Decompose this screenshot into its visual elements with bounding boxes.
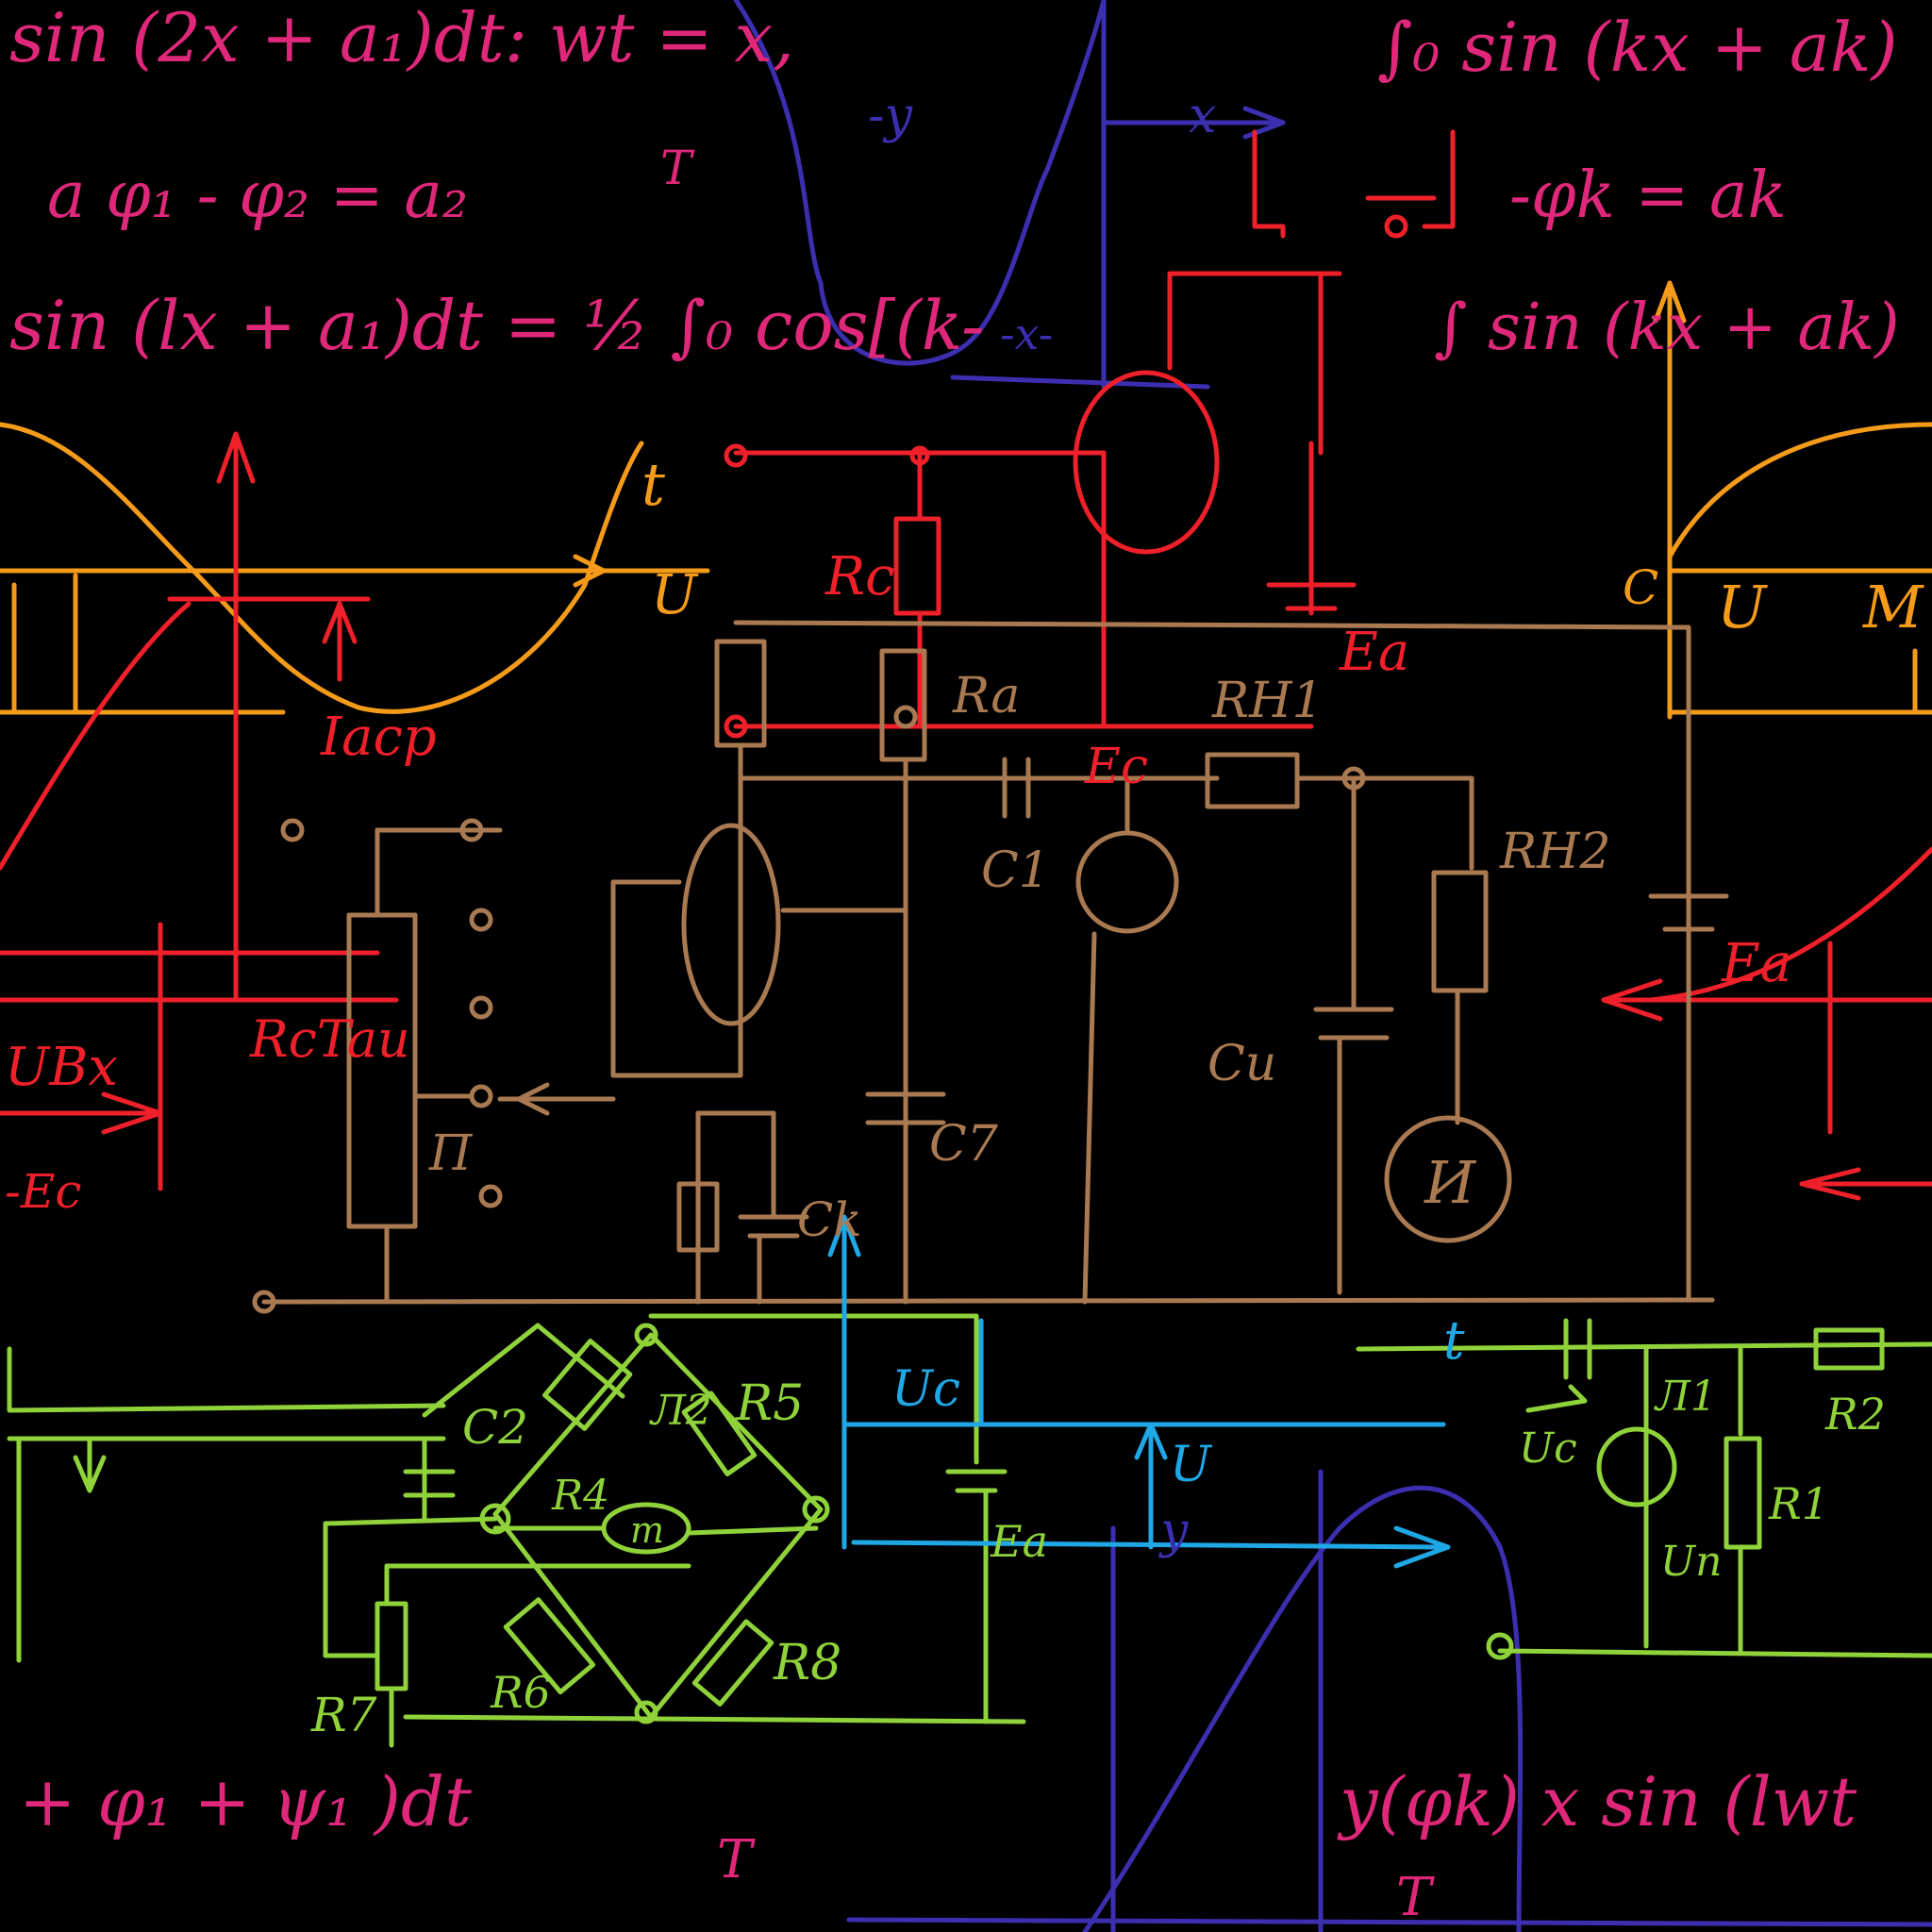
blue-graphs xyxy=(733,0,1932,1932)
label-l1: Л1 xyxy=(1654,1373,1717,1421)
label-meter: И xyxy=(1424,1148,1477,1217)
cyan-circuit xyxy=(827,1214,1451,1569)
formula-6: sin (lx + a₁)dt = ½ ∫₀ cos[(k- xyxy=(9,286,985,365)
label-r5: R5 xyxy=(735,1375,804,1432)
label-y-bottom: y xyxy=(1158,1503,1189,1559)
label-c2: C2 xyxy=(462,1400,528,1455)
label-c: C xyxy=(1623,560,1658,615)
orange-waveforms xyxy=(0,280,1932,720)
label-rctau: RcTau xyxy=(249,1009,410,1069)
formula-9: y(φk) x sin (lwt xyxy=(1337,1762,1857,1841)
label-cu: Cu xyxy=(1208,1036,1276,1092)
label-u-right: U xyxy=(1717,573,1768,641)
label-ul: Un xyxy=(1660,1538,1722,1586)
label-uc-green: Uc xyxy=(1519,1424,1577,1473)
orange-text: t U U M C xyxy=(641,450,1924,641)
label-ea-right: Ea xyxy=(1721,933,1791,994)
label-rc: Rc xyxy=(824,546,895,608)
formula-7: ∫ sin (kx + ak) xyxy=(1434,291,1900,365)
red-text: Rc Ea Ec Iacp UBx -Ec RcTau Ea xyxy=(5,546,1791,1219)
label-minus-y: -y xyxy=(868,88,913,144)
formula-5: -φk = ak xyxy=(1509,158,1787,233)
label-l2: Л2 xyxy=(649,1387,712,1435)
label-r4: R4 xyxy=(551,1472,609,1520)
label-r7: R7 xyxy=(310,1688,377,1742)
label-ea-top: Ea xyxy=(1339,622,1409,683)
label-x-axis: -x- xyxy=(1000,308,1053,359)
formula-8: + φ₁ + ψ₁ )dt xyxy=(19,1762,473,1841)
green-text: C2 R5 R4 Л2 m R7 R6 R8 Л1 R2 R1 Un Uc xyxy=(310,1373,1886,1742)
label-ubx: UBx xyxy=(5,1037,118,1098)
label-m: M xyxy=(1862,573,1924,641)
formula-10: T xyxy=(717,1829,756,1890)
label-iacp: Iacp xyxy=(320,707,437,768)
label-rh1: RH1 xyxy=(1211,673,1324,729)
label-r8: R8 xyxy=(773,1635,841,1691)
label-ea-bottom: Ea xyxy=(990,1516,1048,1567)
label-ra: Ra xyxy=(952,668,1020,724)
label-pi: П xyxy=(428,1125,474,1182)
cyan-text: Uc U Ea t xyxy=(891,1310,1465,1567)
label-r1: R1 xyxy=(1768,1478,1829,1529)
formula-4: T xyxy=(660,141,695,195)
label-r2: R2 xyxy=(1824,1389,1886,1440)
label-c1: C1 xyxy=(981,842,1050,899)
brown-circuit xyxy=(252,620,1729,1314)
label-t: t xyxy=(641,450,665,519)
label-m-meter: m xyxy=(630,1509,664,1551)
formula-11: T xyxy=(1396,1867,1435,1928)
formula-3: a φ₁ - φ₂ = a₂ xyxy=(47,158,468,233)
brown-text: Ra RH1 RH2 C1 C7 Ck Cu П И xyxy=(428,668,1611,1247)
label-ec: Ec xyxy=(1084,739,1148,795)
formula-1: sin (2x + a₁)dt: wt = x, xyxy=(9,0,794,77)
label-uc: Uc xyxy=(891,1361,960,1418)
formula-text: sin (2x + a₁)dt: wt = x, ∫₀ sin (kx + ak… xyxy=(9,0,1900,1928)
formula-2: ∫₀ sin (kx + ak) xyxy=(1377,8,1898,87)
label-u-left: U xyxy=(651,562,699,626)
label-rh2: RH2 xyxy=(1499,824,1611,880)
label-r6: R6 xyxy=(490,1667,551,1718)
label-x: x xyxy=(1189,88,1216,144)
label-t-cyan: t xyxy=(1443,1310,1465,1372)
green-circuit xyxy=(7,1313,1932,1748)
label-c7: C7 xyxy=(929,1116,999,1173)
label-u: U xyxy=(1170,1437,1213,1493)
label-ck: Ck xyxy=(797,1192,862,1247)
label-minus-ec: -Ec xyxy=(5,1164,81,1219)
blue-text: -y x -x- y xyxy=(868,88,1216,1559)
